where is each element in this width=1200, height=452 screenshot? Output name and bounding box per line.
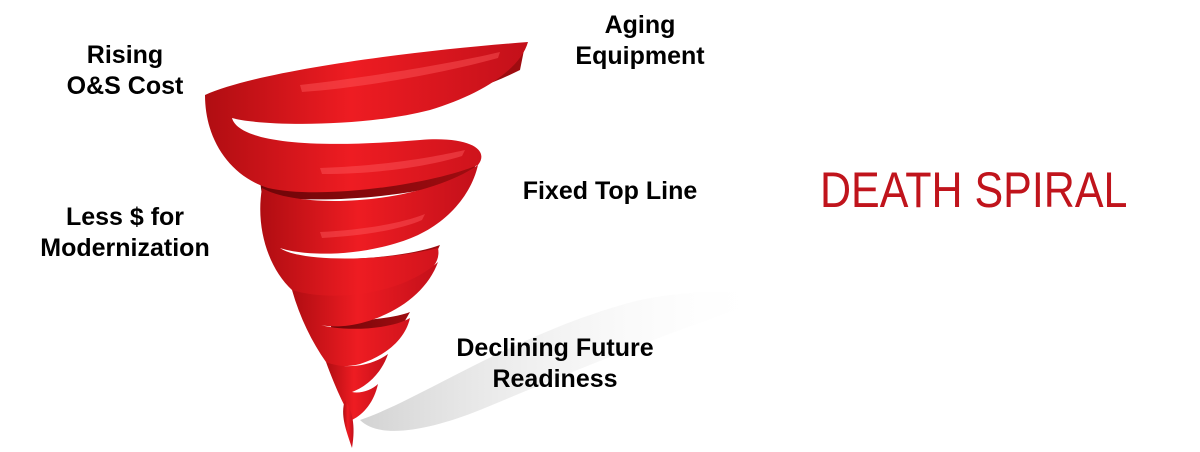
label-aging-equipment: Aging Equipment	[550, 10, 730, 72]
label-rising-cost-line2: O&S Cost	[66, 72, 184, 100]
label-aging-equipment-line2: Equipment	[575, 42, 705, 70]
label-fixed-top-line-line1: Fixed Top Line	[522, 177, 698, 205]
spiral-front-ribbon	[205, 42, 528, 448]
diagram-title: DEATH SPIRAL	[820, 162, 1128, 218]
label-less-for-modernization-line1: Less $ for	[65, 203, 185, 231]
label-less-for-modernization-line2: Modernization	[40, 234, 210, 262]
spiral-highlights	[300, 52, 500, 238]
label-rising-cost: Rising O&S Cost	[30, 40, 220, 102]
label-rising-cost-line1: Rising	[86, 41, 164, 69]
label-declining-readiness: Declining Future Readiness	[420, 333, 690, 395]
label-declining-readiness-line1: Declining Future	[456, 334, 654, 362]
spiral-shadow	[360, 291, 770, 431]
label-less-for-modernization: Less $ for Modernization	[10, 202, 240, 264]
label-fixed-top-line: Fixed Top Line	[490, 176, 730, 207]
label-aging-equipment-line1: Aging	[604, 11, 676, 39]
label-declining-readiness-line2: Readiness	[492, 365, 618, 393]
